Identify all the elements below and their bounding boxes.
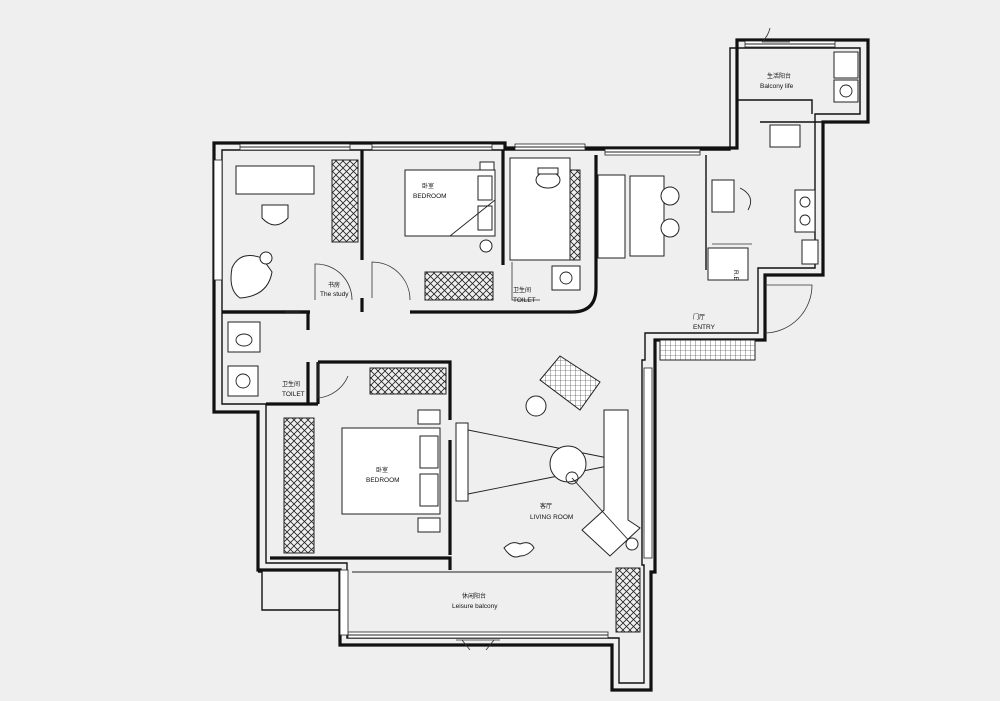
study-desk — [235, 165, 315, 195]
bedroom-top: 卧室 BEDROOM — [371, 161, 496, 301]
entry-label-cn: 门厅 — [693, 313, 705, 321]
washing-machine — [833, 51, 859, 79]
entry-door — [764, 284, 813, 334]
living-room: 客厅 LIVING ROOM — [455, 355, 641, 633]
balcony-life-door — [761, 27, 790, 43]
bedroom-bottom: 卧室 BEDROOM — [283, 367, 447, 554]
leisure-balcony: 休闲阳台 Leisure balcony — [339, 569, 612, 651]
fridge-label: R.E — [732, 270, 739, 282]
wardrobe-lower-left — [283, 417, 315, 554]
toilet-top: 卫生间 TOILET — [509, 157, 581, 304]
toilet-bowl-left — [227, 321, 261, 353]
bedroom-bottom-label-en: BEDROOM — [366, 477, 400, 484]
study-label-en: The study — [320, 291, 349, 298]
armchair-grid — [539, 355, 601, 411]
bedroom-bottom-label-cn: 卧室 — [376, 466, 388, 474]
sink-left — [227, 365, 259, 397]
study-door — [314, 263, 353, 301]
sofa — [581, 409, 641, 557]
entry-label-en: ENTRY — [693, 324, 716, 331]
toilet-left: 卫生间 TOILET — [227, 311, 349, 399]
bedroom-top-label-en: BEDROOM — [413, 193, 447, 200]
bedroom-top-label-cn: 卧室 — [422, 182, 434, 190]
toilet-top-label-en: TOILET — [513, 297, 536, 304]
wardrobe-lower-top — [369, 367, 447, 395]
entry: 门厅 ENTRY — [659, 284, 813, 361]
toilet-top-label-cn: 卫生间 — [513, 286, 531, 294]
balcony-life-label-cn: 生活阳台 — [767, 72, 791, 80]
nightstand — [479, 161, 495, 171]
study-label-cn: 书房 — [328, 281, 340, 289]
exterior-walls — [212, 38, 870, 692]
sink-top — [551, 265, 581, 291]
toilet-left-label-cn: 卫生间 — [282, 380, 300, 388]
living-label-en: LIVING ROOM — [530, 514, 573, 521]
balcony-life: 生活阳台 Balcony life — [760, 27, 859, 103]
shoe-cabinet — [659, 339, 756, 361]
fridge — [707, 247, 749, 281]
study-wardrobe — [331, 159, 359, 243]
floor-lamp — [625, 537, 639, 551]
tv-cabinet — [455, 422, 469, 502]
leisure-label-en: Leisure balcony — [452, 603, 498, 610]
kitchen-sink — [711, 179, 735, 213]
plant-top — [479, 239, 493, 253]
study-room — [230, 159, 359, 301]
study-label: 书房 The study — [320, 281, 349, 298]
dining-table — [629, 175, 665, 257]
side-table — [259, 251, 273, 265]
balcony-life-label-en: Balcony life — [760, 83, 794, 90]
rug — [503, 542, 535, 558]
study-chair — [261, 204, 289, 226]
toilet-left-label-en: TOILET — [282, 391, 305, 398]
dining-kitchen: R.E — [597, 124, 819, 282]
lounge-chair — [230, 255, 273, 299]
bedroom-top-door — [371, 261, 411, 301]
living-cabinet — [615, 567, 641, 633]
bench-seat — [597, 174, 626, 259]
bedroom-wardrobe-top — [424, 271, 494, 301]
coffee-table — [549, 445, 587, 483]
leisure-label-cn: 休闲阳台 — [462, 592, 486, 600]
dryer — [833, 79, 859, 103]
leisure-balcony-door — [456, 639, 500, 651]
stove — [794, 189, 816, 233]
windows — [213, 40, 836, 639]
living-label-cn: 客厅 — [540, 502, 552, 510]
